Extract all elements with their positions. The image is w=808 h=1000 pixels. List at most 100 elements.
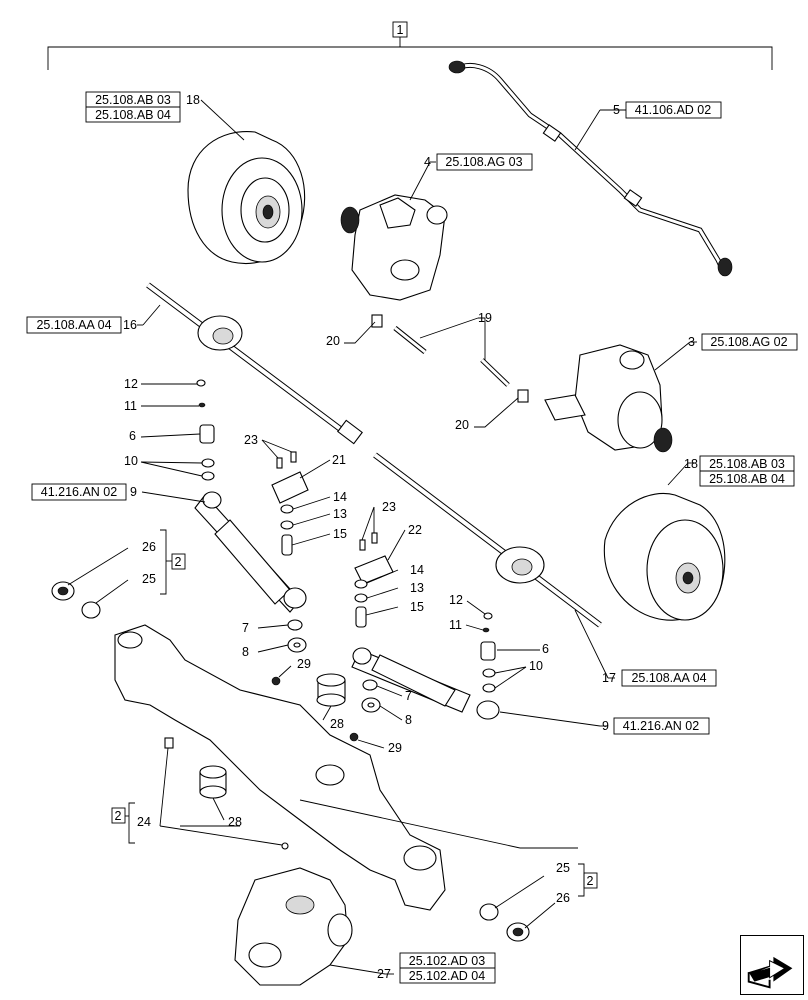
- washers-10-top[interactable]: [201, 458, 215, 481]
- bushing-6-right[interactable]: [480, 641, 496, 661]
- bushing-6-top[interactable]: [199, 424, 215, 444]
- label-12-right: 12: [449, 593, 463, 607]
- steering-cylinder-right[interactable]: [351, 647, 500, 720]
- pins-19[interactable]: [393, 326, 510, 387]
- label-4: 4: [424, 155, 431, 169]
- drive-shaft-16[interactable]: [146, 282, 363, 445]
- label-8-right: 8: [405, 713, 412, 727]
- ref-18b-line2: 25.108.AB 04: [709, 472, 785, 486]
- ref-box-27[interactable]: 25.102.AD 03 25.102.AD 04: [399, 952, 496, 984]
- steering-cylinder-left[interactable]: [194, 491, 307, 613]
- steering-knuckle-3[interactable]: [544, 344, 673, 453]
- label-3: 3: [688, 335, 695, 349]
- ring-13-mid[interactable]: [354, 593, 368, 603]
- label-14-mid: 14: [410, 563, 424, 577]
- steering-knuckle-4[interactable]: [340, 194, 448, 301]
- bearing-25-left[interactable]: [81, 601, 101, 619]
- wheel-hub-top[interactable]: [187, 130, 306, 264]
- label-7-right: 7: [405, 689, 412, 703]
- label-19: 19: [478, 311, 492, 325]
- ring-13-top[interactable]: [280, 520, 294, 530]
- assembly-bracket: 1: [47, 21, 773, 70]
- ref-4: 25.108.AG 03: [445, 155, 522, 169]
- ref-17: 25.108.AA 04: [631, 671, 706, 685]
- ref-box-4[interactable]: 25.108.AG 03: [436, 153, 533, 171]
- label-9-right: 9: [602, 719, 609, 733]
- nav-arrow-glyph: [747, 956, 793, 989]
- next-page-arrow-icon[interactable]: [740, 935, 804, 995]
- ref-box-2-right[interactable]: 2: [583, 872, 598, 889]
- differential-27[interactable]: [234, 867, 353, 986]
- leader-lines: [67, 99, 697, 975]
- bolt-24-bottom[interactable]: [281, 842, 289, 850]
- label-29-right: 29: [388, 741, 402, 755]
- label-11-top: 11: [124, 399, 137, 413]
- ref-27-line2: 25.102.AD 04: [409, 969, 485, 983]
- nut-12-top[interactable]: [196, 379, 206, 387]
- assembly-ref-label: 1: [397, 23, 404, 37]
- label-20-top: 20: [326, 334, 340, 348]
- label-13-mid: 13: [410, 581, 424, 595]
- label-28-left: 28: [228, 815, 242, 829]
- pin-15-mid[interactable]: [355, 606, 367, 628]
- label-15-top: 15: [333, 527, 347, 541]
- ring-14-top[interactable]: [280, 504, 294, 514]
- label-25-left: 25: [142, 572, 156, 586]
- drive-shaft-17[interactable]: [373, 452, 602, 628]
- ref-3: 25.108.AG 02: [710, 335, 787, 349]
- ref-box-16[interactable]: 25.108.AA 04: [26, 316, 122, 334]
- bracket-21[interactable]: [271, 451, 309, 504]
- bushing-28-left[interactable]: [199, 765, 227, 799]
- label-27: 27: [377, 967, 391, 981]
- washer-7-right[interactable]: [362, 679, 378, 691]
- label-25-right: 25: [556, 861, 570, 875]
- nut-12-right[interactable]: [483, 612, 493, 620]
- washer-8-left[interactable]: [287, 637, 307, 653]
- pin-11-right[interactable]: [482, 627, 490, 633]
- bolt-20-bottom[interactable]: [517, 389, 529, 403]
- axle-housing[interactable]: [114, 624, 446, 911]
- bushing-28-right[interactable]: [316, 673, 346, 707]
- plug-29-left[interactable]: [271, 676, 281, 686]
- tie-rod-5[interactable]: [448, 60, 733, 277]
- item-labels: 18 4 5 16 3 18 19 20 20 12 11 6 10 9 23 …: [123, 93, 698, 981]
- ref-16: 25.108.AA 04: [36, 318, 111, 332]
- wheel-hub-right[interactable]: [603, 492, 726, 621]
- pin-15-top[interactable]: [281, 534, 293, 556]
- label-18-top: 18: [186, 93, 200, 107]
- ref-box-18-top[interactable]: 25.108.AB 03 25.108.AB 04: [85, 91, 181, 123]
- ref-box-3[interactable]: 25.108.AG 02: [701, 333, 798, 351]
- bracket-25-26-bottom: [578, 863, 585, 897]
- ref-box-17[interactable]: 25.108.AA 04: [621, 669, 717, 687]
- label-7-left: 7: [242, 621, 249, 635]
- label-10-top: 10: [124, 454, 138, 468]
- bolt-24-top[interactable]: [164, 737, 174, 749]
- ref-9b: 41.216.AN 02: [623, 719, 699, 733]
- bearing-26-left[interactable]: [51, 581, 75, 601]
- bracket-22[interactable]: [354, 532, 394, 585]
- pin-11-top[interactable]: [198, 402, 206, 408]
- label-21: 21: [332, 453, 346, 467]
- bracket-24: [128, 802, 135, 844]
- ref-box-5[interactable]: 41.106.AD 02: [625, 101, 722, 119]
- plug-29-right[interactable]: [349, 732, 359, 742]
- bearing-26-right[interactable]: [506, 922, 530, 942]
- ref-box-2-left-top[interactable]: 2: [171, 553, 186, 570]
- label-17: 17: [602, 671, 616, 685]
- ref-2b: 2: [115, 809, 122, 823]
- label-18-right: 18: [684, 457, 698, 471]
- washers-10-right[interactable]: [482, 668, 496, 693]
- washer-8-right[interactable]: [361, 697, 381, 713]
- bearing-25-right[interactable]: [479, 903, 499, 921]
- label-13-top: 13: [333, 507, 347, 521]
- ring-14-mid[interactable]: [354, 579, 368, 589]
- ref-box-9-left[interactable]: 41.216.AN 02: [31, 483, 127, 501]
- ref-18b-line1: 25.108.AB 03: [709, 457, 785, 471]
- ref-box-2-left-bottom[interactable]: 2: [111, 807, 126, 824]
- washer-7-left[interactable]: [287, 619, 303, 631]
- bolt-20-top[interactable]: [371, 314, 383, 328]
- ref-box-18-right[interactable]: 25.108.AB 03 25.108.AB 04: [699, 455, 795, 487]
- label-26-right: 26: [556, 891, 570, 905]
- ref-box-9-right[interactable]: 41.216.AN 02: [613, 717, 710, 735]
